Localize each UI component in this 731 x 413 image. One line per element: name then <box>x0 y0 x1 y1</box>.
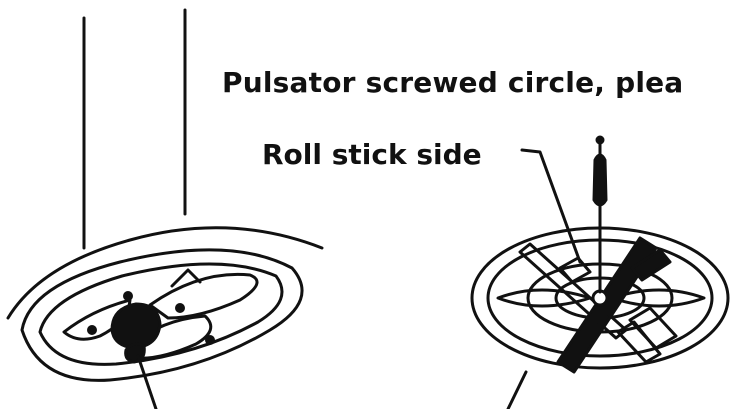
pulsator-hub-small <box>124 342 146 364</box>
pulsator-dot-d <box>205 335 215 345</box>
block-upper-left <box>558 256 592 284</box>
bar-upper-right-fill <box>630 248 672 282</box>
right-leader-line <box>506 370 528 411</box>
pulsator-dot-a <box>123 291 133 301</box>
right-tub <box>470 135 730 411</box>
blade-right <box>610 288 706 308</box>
left-leader-line <box>136 354 158 411</box>
pulsator-dot-b <box>175 303 185 313</box>
left-tub <box>6 226 324 411</box>
tub-rim-inner <box>38 262 284 366</box>
tub-outer-arc <box>6 226 324 320</box>
roll-stick-tip <box>595 135 605 145</box>
pulsator-blade-upper <box>148 272 259 320</box>
bar-diagonal <box>518 242 628 340</box>
block-lower-right-2 <box>616 320 662 364</box>
roll-stick-handle <box>592 153 608 207</box>
pulsator-dot-c <box>87 325 97 335</box>
pulsator-hub-black <box>110 302 162 350</box>
bar-main-black <box>556 236 658 374</box>
roll-stick-label: Roll stick side <box>262 138 482 171</box>
tub-rim-outer <box>20 248 304 382</box>
pulsator-notch <box>170 268 202 288</box>
roll-leader-line <box>520 148 582 264</box>
pulsator-label: Pulsator screwed circle, plea <box>222 66 684 99</box>
block-lower-right <box>628 306 678 350</box>
